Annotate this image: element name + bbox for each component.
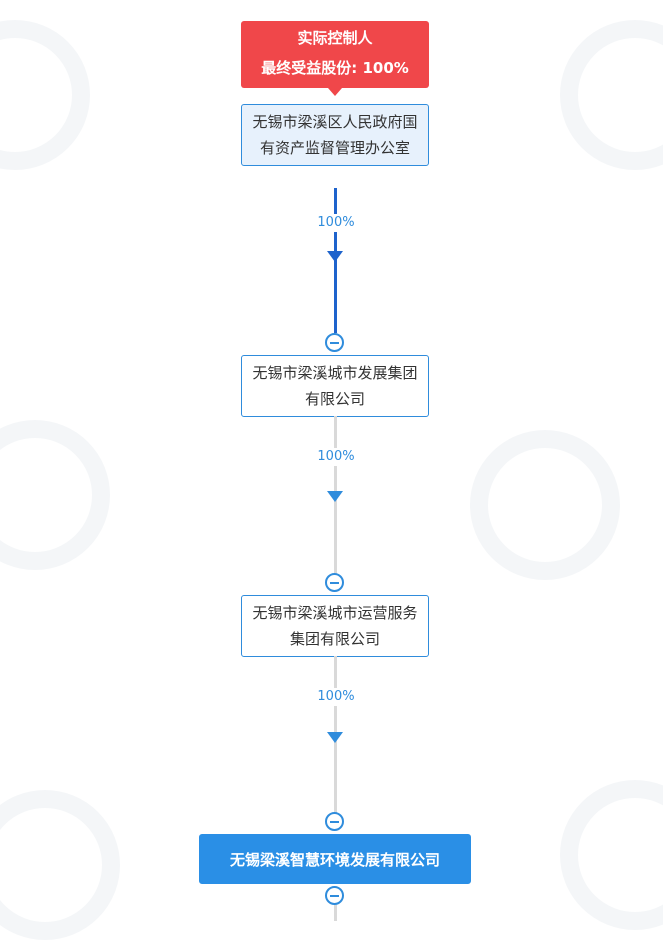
watermark-logo (0, 20, 90, 170)
ownership-percent: 100% (305, 448, 367, 466)
controller-pointer (328, 88, 342, 96)
watermark-logo (470, 430, 620, 580)
watermark-logo (560, 780, 663, 930)
controller-label: 实际控制人 (297, 29, 373, 47)
company-node-urban-operation[interactable]: 无锡市梁溪城市运营服务集团有限公司 (241, 595, 429, 657)
arrow-down-icon (327, 491, 343, 502)
node-label: 无锡市梁溪区人民政府国有资产监督管理办公室 (252, 113, 418, 157)
node-label: 无锡市梁溪城市发展集团有限公司 (252, 364, 418, 408)
collapse-toggle-icon[interactable] (325, 573, 344, 592)
actual-controller-badge: 实际控制人 最终受益股份: 100% (241, 21, 429, 88)
collapse-toggle-icon[interactable] (325, 886, 344, 905)
beneficial-share-text: 最终受益股份: 100% (261, 59, 409, 77)
target-company-node[interactable]: 无锡梁溪智慧环境发展有限公司 (199, 834, 471, 884)
collapse-toggle-icon[interactable] (325, 333, 344, 352)
node-label: 无锡梁溪智慧环境发展有限公司 (229, 851, 440, 869)
watermark-logo (0, 420, 110, 570)
ownership-percent: 100% (305, 688, 367, 706)
ownership-percent: 100% (305, 214, 367, 232)
shareholder-node-sasac[interactable]: 无锡市梁溪区人民政府国有资产监督管理办公室 (241, 104, 429, 166)
node-label: 无锡市梁溪城市运营服务集团有限公司 (252, 604, 418, 648)
collapse-toggle-icon[interactable] (325, 812, 344, 831)
watermark-logo (0, 790, 120, 940)
watermark-logo (560, 20, 663, 170)
arrow-down-icon (327, 251, 343, 262)
arrow-down-icon (327, 732, 343, 743)
company-node-urban-development[interactable]: 无锡市梁溪城市发展集团有限公司 (241, 355, 429, 417)
ownership-link (334, 905, 337, 921)
